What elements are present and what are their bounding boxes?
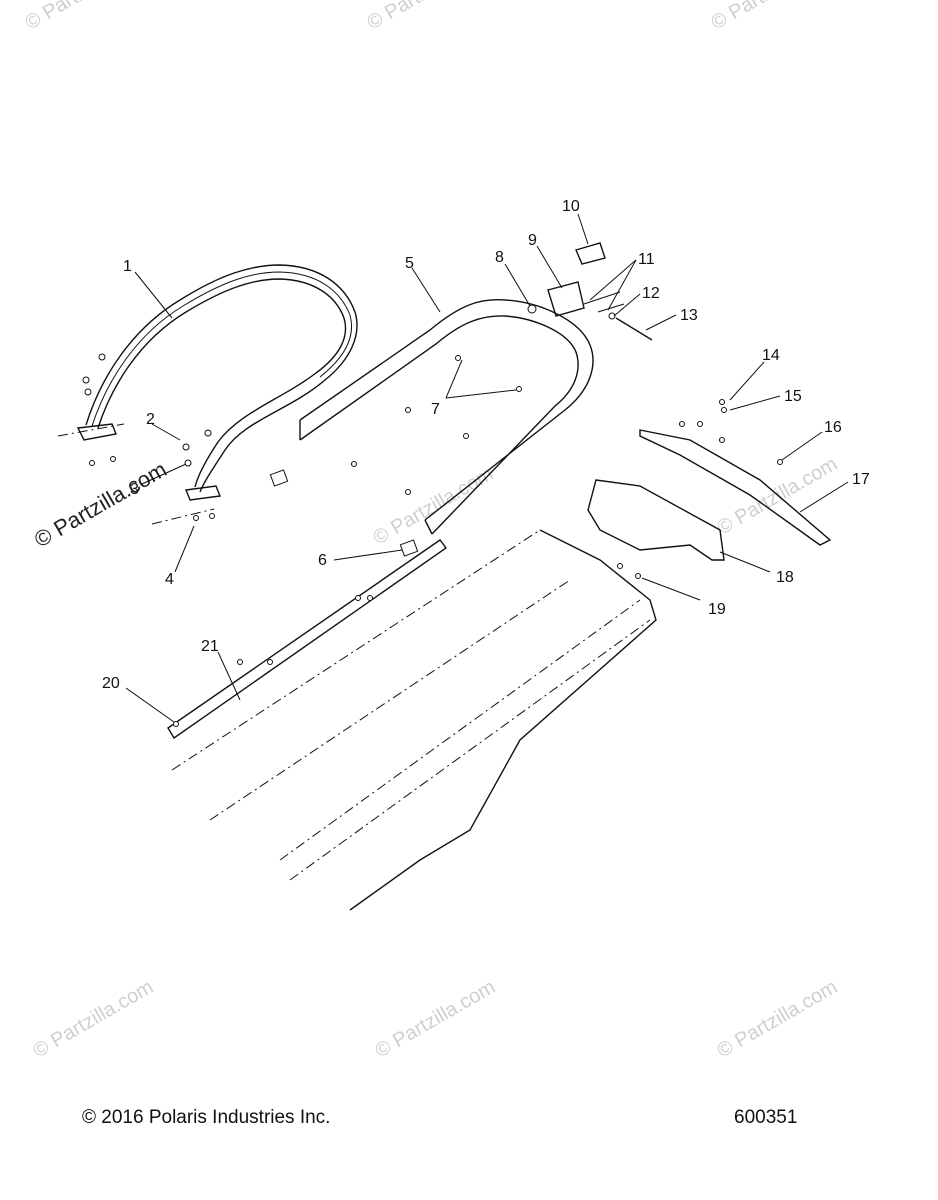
callout-18: 18 bbox=[776, 569, 794, 586]
parts-6-7 bbox=[269, 355, 522, 557]
callout-9: 9 bbox=[528, 232, 537, 249]
callout-3: 3 bbox=[130, 481, 139, 498]
part-1-left-hoop bbox=[76, 264, 358, 501]
callout-8: 8 bbox=[495, 249, 504, 266]
callout-11: 11 bbox=[638, 251, 655, 268]
callout-5: 5 bbox=[405, 255, 414, 272]
watermark-top-right: © Partzilla.com bbox=[708, 0, 836, 34]
leader-lines bbox=[125, 213, 849, 723]
callout-7: 7 bbox=[431, 401, 440, 418]
brand-watermark: © Partzilla.com bbox=[30, 457, 171, 553]
callout-16: 16 bbox=[824, 419, 842, 436]
watermark-mid-right: © Partzilla.com bbox=[714, 453, 842, 539]
callout-14: 14 bbox=[762, 347, 780, 364]
callout-labels: 1 2 3 4 5 6 7 8 9 10 11 12 13 14 15 16 1… bbox=[102, 198, 870, 692]
watermark-top-left: © Partzilla.com bbox=[22, 0, 150, 34]
watermark-bottom-right: © Partzilla.com bbox=[714, 976, 842, 1062]
bracket-assembly bbox=[527, 242, 653, 341]
tunnel-and-rail bbox=[167, 529, 657, 911]
callout-15: 15 bbox=[784, 388, 802, 405]
callout-17: 17 bbox=[852, 471, 870, 488]
callout-2: 2 bbox=[146, 411, 155, 428]
part-5-center-hoop bbox=[299, 298, 594, 535]
copyright-text: © 2016 Polaris Industries Inc. bbox=[82, 1107, 331, 1128]
watermark-top-center: © Partzilla.com bbox=[364, 0, 492, 34]
callout-20: 20 bbox=[102, 675, 120, 692]
callout-6: 6 bbox=[318, 552, 327, 569]
callout-13: 13 bbox=[680, 307, 698, 324]
callout-21: 21 bbox=[201, 638, 219, 655]
callout-12: 12 bbox=[642, 285, 660, 302]
watermark-bottom-center: © Partzilla.com bbox=[372, 976, 500, 1062]
callout-4: 4 bbox=[165, 571, 174, 588]
right-brackets bbox=[587, 399, 832, 561]
hardware-part-1 bbox=[57, 353, 215, 525]
watermark-bottom-left: © Partzilla.com bbox=[30, 976, 158, 1062]
diagram-number: 600351 bbox=[734, 1107, 798, 1128]
callout-10: 10 bbox=[562, 198, 580, 215]
watermark-mid-center: © Partzilla.com bbox=[370, 463, 498, 549]
callout-19: 19 bbox=[708, 601, 726, 618]
callout-1: 1 bbox=[123, 258, 132, 275]
